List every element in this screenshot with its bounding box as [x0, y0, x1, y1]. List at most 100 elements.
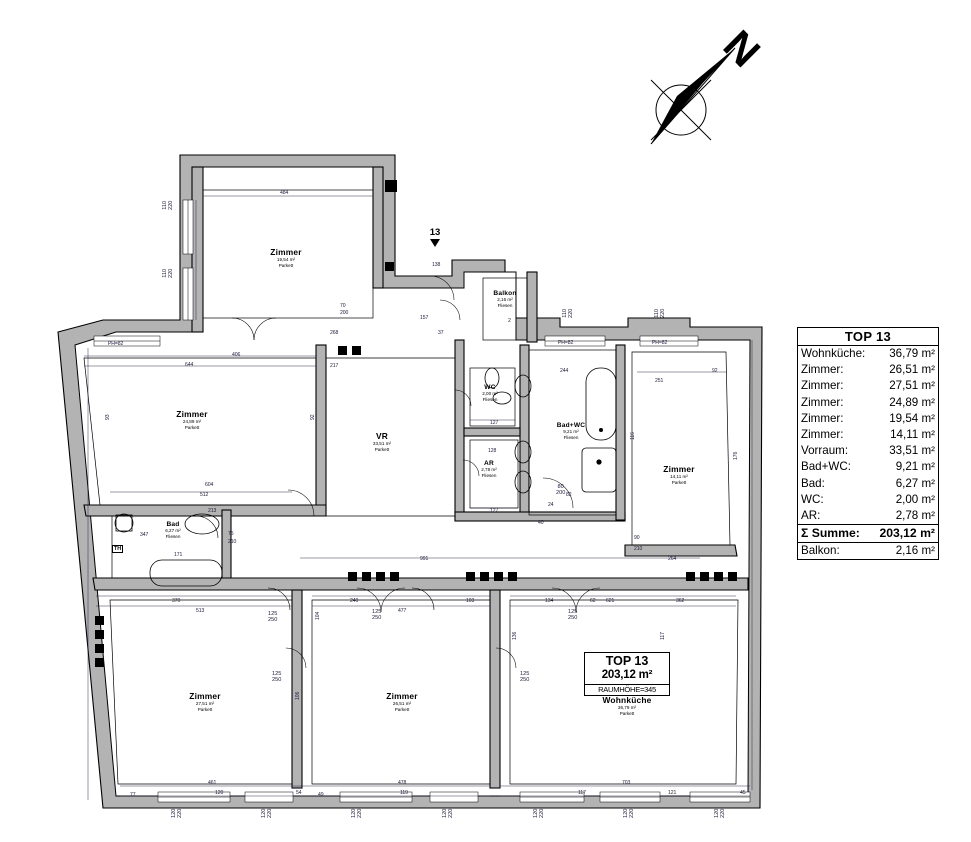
room-name: Zimmer	[386, 691, 418, 701]
room-area: 33,51 m²	[372, 441, 392, 447]
room-floor: Parkett	[197, 706, 213, 712]
dimension-text: 117	[578, 790, 586, 796]
room-floor: Parkett	[671, 479, 687, 485]
legend-row-label: Zimmer:	[801, 395, 844, 409]
room-name: AR	[484, 460, 494, 467]
room-floor: Fliesen	[563, 434, 579, 440]
room-label-zimmer-1411: Zimmer 14,11 m² Parkett	[641, 464, 717, 485]
dimension-text: 121	[668, 790, 677, 796]
room-floor: Parkett	[278, 262, 294, 268]
room-floor: Fliesen	[482, 396, 498, 402]
dimension-text: 703	[622, 780, 631, 786]
dimension-text: 70	[340, 303, 346, 309]
dimension-text: 484	[280, 190, 289, 196]
dimension-text: 62	[590, 598, 596, 604]
dimension-text: 604	[205, 482, 214, 488]
north-label: N	[715, 22, 768, 76]
dimension-text: 200	[340, 310, 349, 316]
legend-row-value: 2,00 m²	[895, 492, 935, 506]
legend-sum-label: Σ Summe:	[801, 526, 860, 541]
dimension-text: 103	[466, 598, 475, 604]
dimension-text: 210	[228, 539, 237, 545]
room-label-vorraum: VR 33,51 m² Parkett	[345, 431, 419, 452]
dimension-text: 217	[330, 363, 339, 369]
dimension-text: 176	[733, 451, 739, 460]
legend-row: Wohnküche: 36,79 m²	[798, 346, 938, 362]
legend-row-label: Zimmer:	[801, 379, 844, 393]
legend-row-value: 26,51 m²	[889, 363, 935, 377]
room-area: 6,27 m²	[165, 528, 181, 534]
room-area: 9,21 m²	[563, 429, 579, 435]
lower-divider-wall	[92, 180, 749, 667]
dimension-text: 92	[310, 414, 316, 420]
dimension-text: 644	[185, 362, 194, 368]
dimension-text: 477	[398, 608, 407, 614]
legend-row: Vorraum: 33,51 m²	[798, 443, 938, 459]
room-label-zimmer-2489: Zimmer 24,89 m² Parkett	[152, 409, 232, 430]
legend-row-value: 6,27 m²	[895, 476, 935, 490]
dimension-text: 93	[105, 414, 111, 420]
dimension-text: PH=82	[652, 340, 668, 346]
room-name: Zimmer	[663, 464, 695, 474]
dimension-text: 171	[174, 552, 183, 558]
dimension-text: 120	[215, 790, 224, 796]
room-name: Bad+WC	[556, 422, 586, 429]
door-swings	[195, 275, 601, 669]
plumbing-fixtures	[114, 367, 617, 587]
dimension-text: 92	[712, 368, 718, 374]
legend-row-value: 33,51 m²	[889, 444, 935, 458]
legend-row-label: Bad:	[801, 476, 825, 490]
unit-marker-13: 13	[424, 228, 446, 247]
legend-row-label: WC:	[801, 492, 824, 506]
legend-row-label: Vorraum:	[801, 444, 849, 458]
legend-row: Zimmer:26,51 m²	[798, 362, 938, 378]
room-area: 2,00 m²	[482, 391, 498, 397]
dimension-text: 40	[538, 520, 544, 526]
room-floor: Fliesen	[481, 472, 497, 478]
dimension-text: 117	[660, 632, 666, 640]
legend-sum-value: 203,12 m²	[879, 526, 935, 541]
room-floor: Parkett	[184, 424, 200, 430]
dimension-text: 512	[200, 492, 209, 498]
room-label-zimmer-2751: Zimmer 27,51 m² Parkett	[165, 691, 245, 712]
dimension-lines	[84, 195, 753, 800]
north-arrow-compass: N	[650, 22, 768, 145]
unit-marker-number: 13	[429, 227, 441, 238]
room-label-ar: AR 2,78 m² Fliesen	[460, 460, 518, 478]
dimension-text: 127	[490, 420, 499, 426]
legend-row-value: 36,79 m²	[889, 347, 935, 360]
legend-row: Bad: 6,27 m²	[798, 476, 938, 492]
dimension-text: 119	[400, 790, 408, 796]
legend-row-label: Wohnküche:	[801, 347, 866, 360]
legend-balkon-row: Balkon: 2,16 m²	[798, 543, 938, 559]
legend-balkon-value: 2,16 m²	[895, 544, 935, 558]
room-outline-lower-rooms	[109, 589, 739, 789]
dimension-text: PH=82	[558, 340, 574, 346]
room-outline-balkon	[482, 271, 538, 343]
room-floor: Fliesen	[497, 302, 513, 308]
legend-row: AR:2,78 m²	[798, 508, 938, 524]
dimension-text: 49	[318, 792, 324, 798]
top13-stamp: TOP 13 203,12 m² RAUMHÖHE=345	[584, 652, 670, 696]
room-outline-wetcore	[454, 339, 626, 522]
room-area: 2,78 m²	[481, 467, 497, 473]
room-floor: Parkett	[394, 706, 410, 712]
room-label-wc: WC 2,00 m² Fliesen	[462, 384, 518, 402]
stamp-title: TOP 13	[605, 654, 649, 668]
legend-row: Zimmer:24,89 m²	[798, 395, 938, 411]
room-name: Zimmer	[176, 409, 208, 419]
legend-title: TOP 13	[798, 328, 938, 346]
room-name: VR	[375, 431, 389, 441]
dimension-text: 621	[606, 598, 615, 604]
dimension-text: 45	[740, 790, 746, 796]
dimension-text: 138	[432, 262, 441, 268]
